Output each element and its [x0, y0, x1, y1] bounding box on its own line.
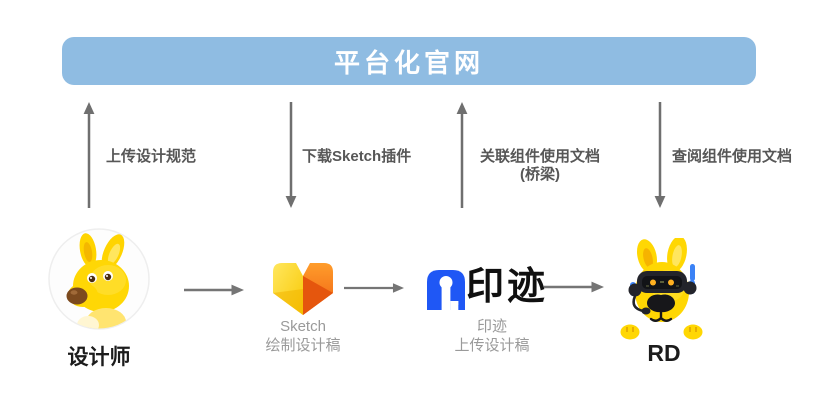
sketch-caption-line2: 绘制设计稿	[265, 337, 341, 354]
platform-site-banner: 平台化官网	[62, 37, 756, 85]
arrow-right-icon	[344, 283, 404, 293]
banner-title: 平台化官网	[333, 47, 484, 78]
robot-kangaroo-rd-icon	[620, 238, 703, 340]
robot-kangaroo-art	[620, 238, 703, 340]
kangaroo-designer-icon	[48, 228, 150, 330]
connection-label-download-plugin: 下载Sketch插件	[302, 148, 412, 165]
arrow-up-icon	[83, 102, 95, 208]
sketch-node-caption: Sketch 绘制设计稿	[248, 317, 358, 355]
connection-label-view-docs: 查阅组件使用文档	[672, 148, 793, 165]
yinji-caption-line1: 印迹	[476, 318, 507, 335]
arrow-right-icon	[184, 284, 244, 296]
connection-label-line2: (桥梁)	[520, 166, 560, 183]
arrow-up-icon	[456, 102, 468, 208]
yinji-logo-icon	[427, 270, 465, 310]
kangaroo-designer-art	[66, 233, 129, 329]
arrow-down-icon	[654, 102, 666, 208]
arrow-down-icon	[285, 102, 297, 208]
yinji-node-caption: 印迹 上传设计稿	[437, 317, 547, 355]
connection-label-link-docs: 关联组件使用文档 (桥梁)	[474, 148, 606, 184]
connection-label-upload-specs: 上传设计规范	[106, 148, 197, 165]
designer-node-title: 设计师	[67, 346, 131, 369]
rd-node-title: RD	[647, 340, 681, 366]
sketch-m-logo-icon	[273, 263, 333, 315]
yinji-logo-text: 印迹	[466, 266, 549, 308]
sketch-caption-line1: Sketch	[280, 318, 326, 335]
connection-label-line1: 关联组件使用文档	[479, 148, 600, 165]
arrow-right-icon	[544, 281, 604, 293]
yinji-caption-line2: 上传设计稿	[454, 337, 530, 354]
